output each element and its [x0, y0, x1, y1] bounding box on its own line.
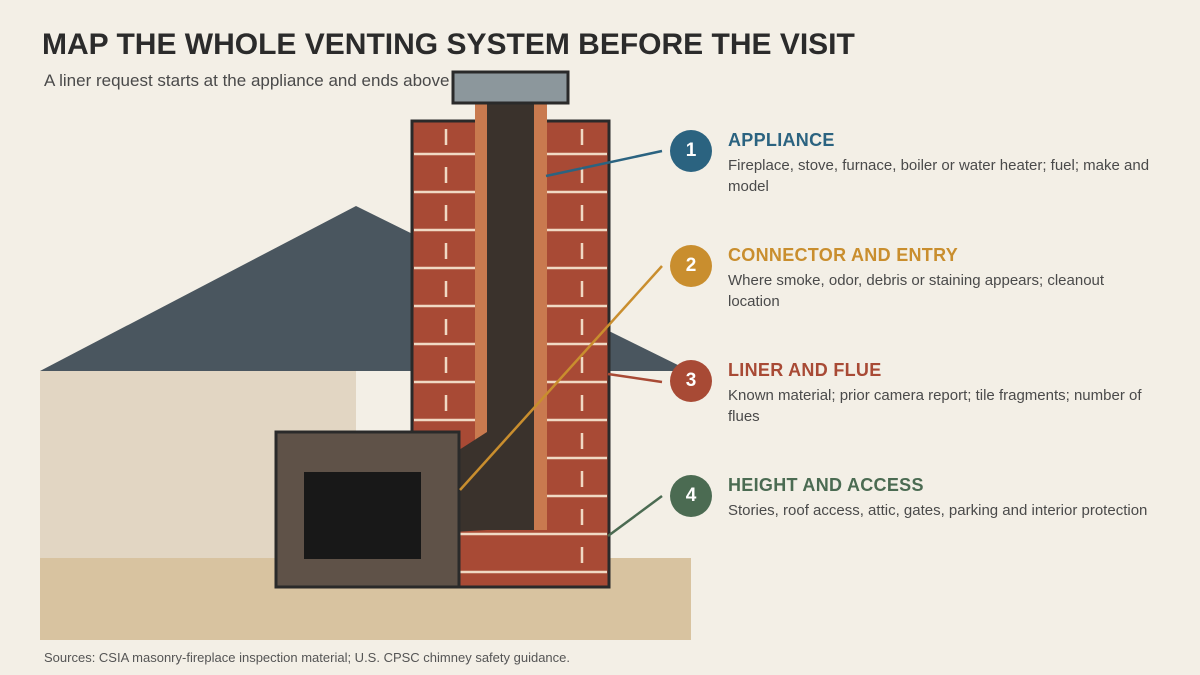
callout-text: Known material; prior camera report; til… [728, 387, 1142, 425]
callout-text: Where smoke, odor, debris or staining ap… [728, 272, 1105, 310]
firebox-opening [304, 472, 421, 559]
callout-title: APPLIANCE [728, 130, 835, 150]
leader-line-appliance [545, 149, 663, 178]
callout-title: CONNECTOR AND ENTRY [728, 245, 959, 265]
callout-badge: 4 [670, 475, 712, 517]
leader-line-liner [607, 372, 663, 384]
callout-title: HEIGHT AND ACCESS [728, 475, 924, 495]
leader-line-height [607, 494, 663, 538]
callout-text: Fireplace, stove, furnace, boiler or wat… [728, 157, 1150, 195]
callout-text: Stories, roof access, attic, gates, park… [728, 502, 1148, 519]
page-subtitle: A liner request starts at the appliance … [44, 71, 517, 90]
callout-badge: 2 [670, 245, 712, 287]
callout-title: LINER AND FLUE [728, 360, 882, 380]
page-title: MAP THE WHOLE VENTING SYSTEM BEFORE THE … [42, 28, 855, 61]
sources-note: Sources: CSIA masonry-fireplace inspecti… [44, 650, 571, 665]
leader-line-connector [459, 265, 663, 491]
chimney-cap [451, 70, 570, 105]
callout-badge: 1 [670, 130, 712, 172]
callout-badge: 3 [670, 360, 712, 402]
